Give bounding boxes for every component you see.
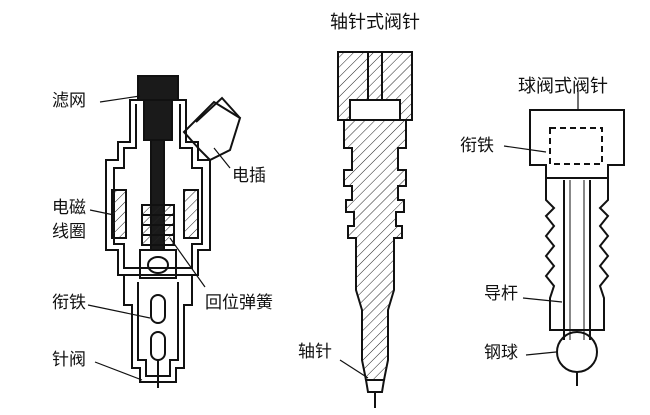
ball-armature-label: 衔铁	[460, 136, 494, 156]
steel-ball-label: 钢球	[484, 343, 518, 363]
filter-inlet	[137, 75, 179, 141]
axial-pin-label: 轴针	[298, 342, 332, 362]
injector-inner-wall	[113, 104, 203, 269]
guide-rod-label: 导杆	[484, 284, 518, 304]
axial-needle-title: 轴针式阀针	[330, 12, 420, 33]
coil-label-line1: 电磁	[52, 198, 86, 218]
needle-valve-label: 针阀	[52, 350, 86, 370]
coil-label-line2: 线圈	[52, 222, 86, 242]
steel-ball	[556, 331, 598, 373]
armature-label-left: 衔铁	[52, 293, 86, 313]
injector-leaders	[87, 95, 231, 381]
coil-right	[183, 189, 199, 239]
ball-ribbed-body	[544, 177, 610, 331]
ball-top-block	[529, 109, 625, 179]
ball-leaders	[503, 88, 579, 356]
injector-drawing	[105, 75, 242, 388]
connector-part	[182, 100, 242, 162]
spring-label: 回位弹簧	[205, 293, 273, 313]
axial-leaders	[339, 359, 369, 379]
connector-label: 电插	[232, 166, 266, 186]
axial-shaft	[343, 119, 407, 381]
axial-needle-drawing	[337, 51, 413, 408]
ball-valve-drawing	[529, 109, 625, 386]
filter-label: 滤网	[52, 91, 86, 111]
armature-part	[139, 249, 177, 279]
coil-left	[111, 189, 127, 239]
ball-valve-title: 球阀式阀针	[518, 76, 608, 97]
